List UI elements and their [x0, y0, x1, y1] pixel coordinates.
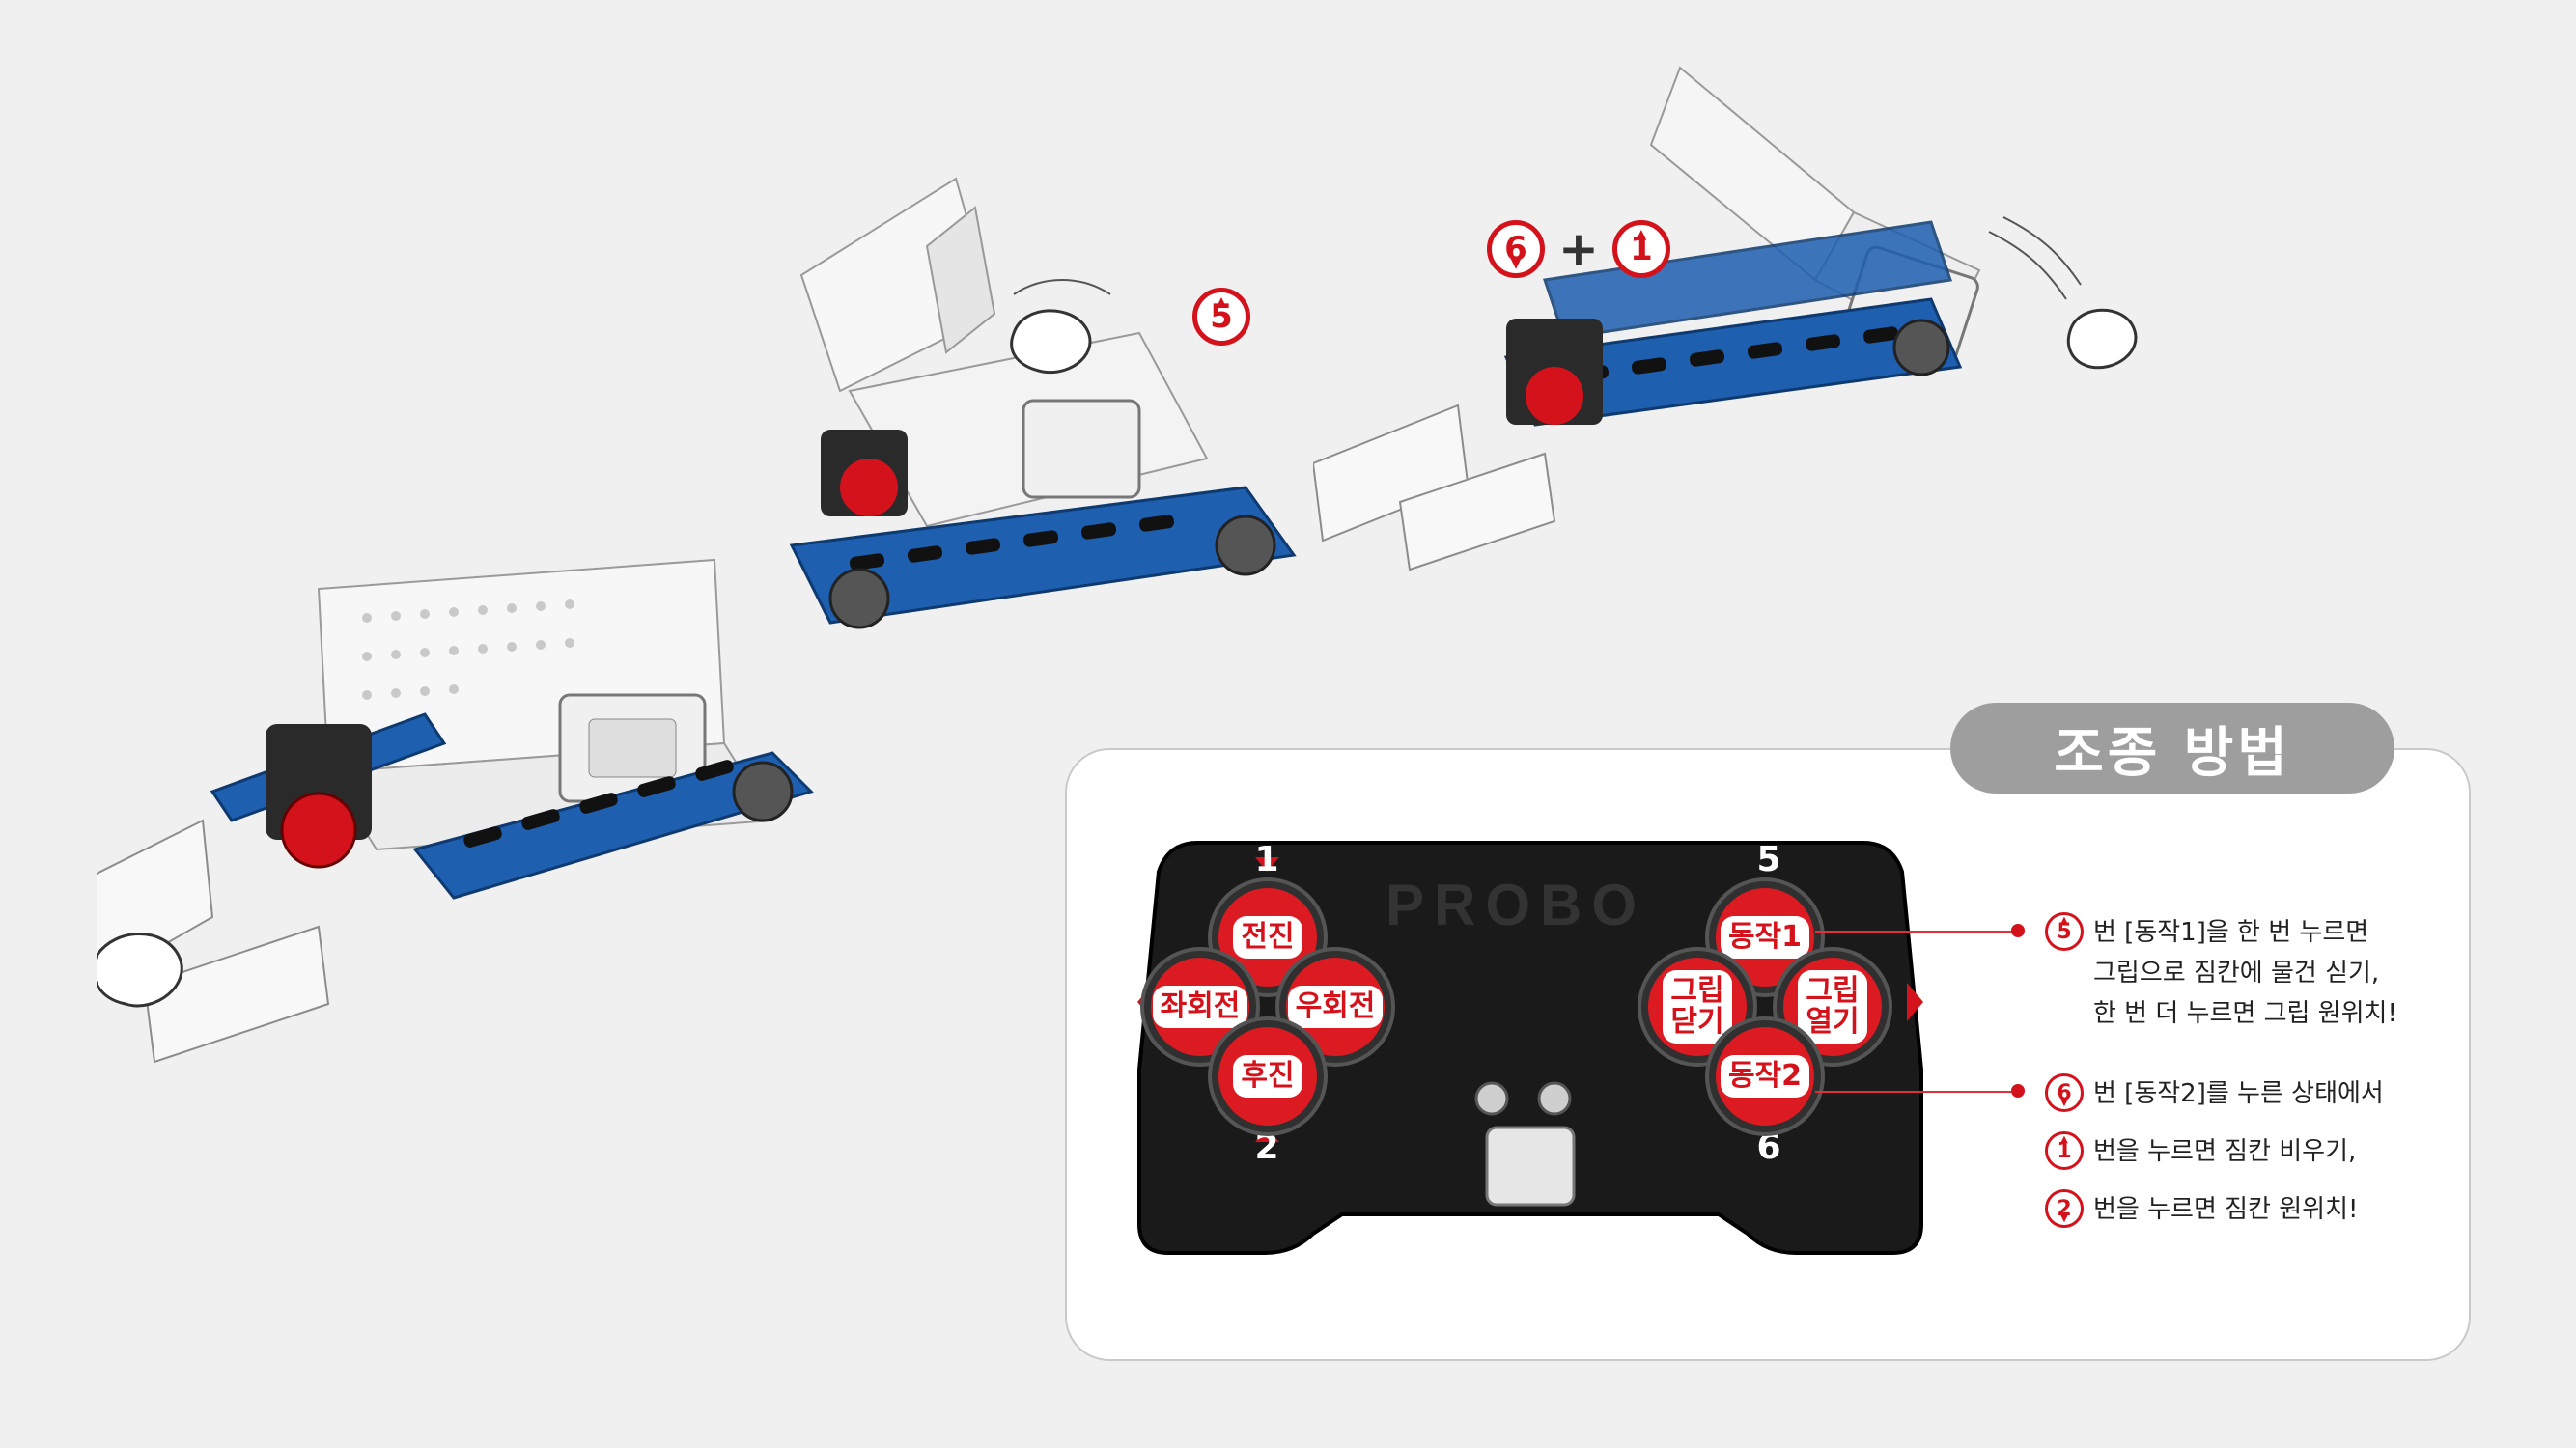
step-badge-group-2: ▲ 5: [1192, 288, 1250, 346]
step-6-label: 6: [1504, 230, 1527, 268]
robot-illustration-3: [1313, 58, 2163, 599]
grip-close-label: 그립 닫기: [1663, 970, 1732, 1044]
legend-row-6: ▼ 6 번 [동작2]를 누른 상태에서: [2045, 1073, 2384, 1114]
plus-sign: +: [1558, 221, 1599, 277]
step-badge-group-3: ▼ 6 + ▲ 1: [1487, 220, 1670, 278]
connector-dot-action1: [2011, 924, 2025, 937]
legend-text-6: 번 [동작2]를 누른 상태에서: [2093, 1079, 2384, 1108]
legend-row-2: ▼ 2 번을 누르면 짐칸 원위치!: [2045, 1189, 2358, 1230]
step-1-label: 1: [1630, 230, 1653, 268]
connector-line-action1: [1815, 931, 2018, 933]
legend-text-1: 번을 누르면 짐칸 비우기,: [2093, 1137, 2357, 1166]
robot-illustration-1: [97, 502, 830, 1081]
legend-text-5: 번 [동작1]을 한 번 누르면 그립으로 짐칸에 물건 싣기, 한 번 더 누…: [2093, 918, 2397, 1028]
connector-line-action2: [1815, 1091, 2018, 1093]
right-pad-number-5: 5: [1756, 840, 1781, 879]
legend-6-down-icon: ▼ 6: [2045, 1073, 2084, 1112]
step-5-label: 5: [1210, 297, 1233, 336]
backward-button[interactable]: 후진: [1212, 1020, 1324, 1132]
legend-row-1: ▲ 1 번을 누르면 짐칸 비우기,: [2045, 1131, 2356, 1172]
turn-left-label: 좌회전: [1152, 986, 1248, 1028]
grip-open-label: 그립 열기: [1798, 970, 1867, 1044]
connector-dot-action2: [2011, 1084, 2025, 1098]
step-1-up-icon: ▲ 1: [1611, 220, 1670, 278]
action2-button[interactable]: 동작2: [1709, 1020, 1821, 1132]
robot-illustration-2: [705, 169, 1323, 748]
remote-controller: PROBO 1 2 5 6 전진 좌회전 우회전 후진 동작1 그립 닫기 그립…: [1130, 828, 1931, 1315]
backward-label: 후진: [1233, 1055, 1302, 1098]
right-pad-number-6: 6: [1756, 1128, 1781, 1167]
controller-logo: PROBO: [1386, 873, 1646, 937]
action1-label: 동작1: [1720, 916, 1810, 959]
legend-text-2: 번을 누르면 짐칸 원위치!: [2093, 1195, 2359, 1224]
turn-left-button[interactable]: 좌회전: [1144, 951, 1256, 1063]
legend-2-down-icon: ▼ 2: [2045, 1189, 2084, 1228]
panel-title: 조종 방법: [1950, 703, 2394, 794]
forward-label: 전진: [1233, 916, 1302, 959]
legend-row-5: ▲ 5 번 [동작1]을 한 번 누르면 그립으로 짐칸에 물건 싣기, 한 번…: [2045, 912, 2397, 1034]
legend-1-up-icon: ▲ 1: [2045, 1131, 2084, 1170]
step-6-down-icon: ▼ 6: [1487, 220, 1545, 278]
action2-label: 동작2: [1720, 1055, 1810, 1098]
left-pad-number-1: 1: [1254, 840, 1279, 879]
legend-5-up-icon: ▲ 5: [2045, 912, 2084, 951]
turn-right-label: 우회전: [1287, 986, 1384, 1028]
left-pad-number-2: 2: [1254, 1128, 1279, 1167]
grip-close-button[interactable]: 그립 닫기: [1641, 951, 1753, 1063]
step-5-up-icon: ▲ 5: [1192, 288, 1250, 346]
